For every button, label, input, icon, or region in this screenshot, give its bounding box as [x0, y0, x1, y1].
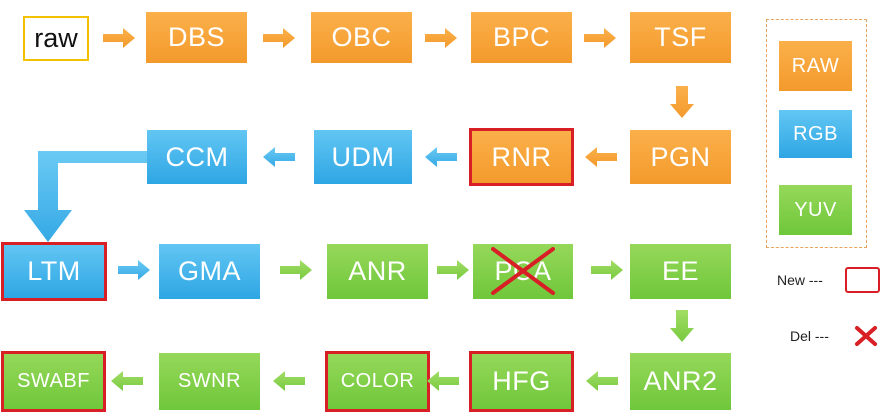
arrow-pca-to-ee	[591, 260, 623, 280]
pca-delete-cross-icon	[491, 247, 555, 295]
node-pgn: PGN	[630, 130, 731, 184]
legend-del-cross-icon	[855, 326, 877, 346]
node-ee: EE	[630, 244, 731, 299]
node-anr2: ANR2	[630, 353, 731, 410]
arrow-obc-to-bpc	[425, 28, 457, 48]
node-bpc: BPC	[471, 12, 572, 63]
input-raw-label: raw	[23, 16, 89, 61]
node-swabf: SWABF	[1, 351, 106, 412]
arrow-bpc-to-tsf	[584, 28, 616, 48]
arrow-udm-to-ccm	[263, 147, 295, 167]
arrow-anr2-to-hfg	[586, 371, 618, 391]
legend-panel	[766, 19, 867, 248]
node-dbs: DBS	[146, 12, 247, 63]
node-udm: UDM	[314, 130, 412, 184]
arrow-dbs-to-obc	[263, 28, 295, 48]
arrow-ccm-to-ltm	[24, 151, 147, 242]
legend-yuv: YUV	[779, 185, 852, 235]
arrow-ee-to-anr2	[670, 310, 694, 342]
arrow-gma-to-anr	[280, 260, 312, 280]
arrow-color-to-swnr	[273, 371, 305, 391]
node-rnr: RNR	[469, 128, 574, 186]
arrow-tsf-to-pgn	[670, 86, 694, 118]
legend-rgb: RGB	[779, 110, 852, 158]
legend-raw: RAW	[779, 41, 852, 91]
node-gma: GMA	[159, 244, 260, 299]
node-anr: ANR	[327, 244, 428, 299]
arrow-ltm-to-gma	[118, 260, 150, 280]
node-ltm: LTM	[1, 242, 107, 301]
arrow-raw-to-dbs	[103, 28, 135, 48]
arrow-swnr-to-swabf	[111, 371, 143, 391]
node-ccm: CCM	[147, 130, 247, 184]
arrow-pgn-to-rnr	[585, 147, 617, 167]
node-obc: OBC	[311, 12, 412, 63]
legend-del-label: Del ---	[790, 328, 829, 344]
node-tsf: TSF	[630, 12, 731, 63]
node-color: COLOR	[325, 351, 430, 412]
arrow-anr-to-pca	[437, 260, 469, 280]
node-swnr: SWNR	[159, 353, 260, 410]
arrow-hfg-to-color	[427, 371, 459, 391]
node-hfg: HFG	[469, 351, 574, 412]
legend-new-swatch	[845, 267, 880, 293]
arrow-rnr-to-udm	[425, 147, 457, 167]
legend-new-label: New ---	[777, 272, 823, 288]
